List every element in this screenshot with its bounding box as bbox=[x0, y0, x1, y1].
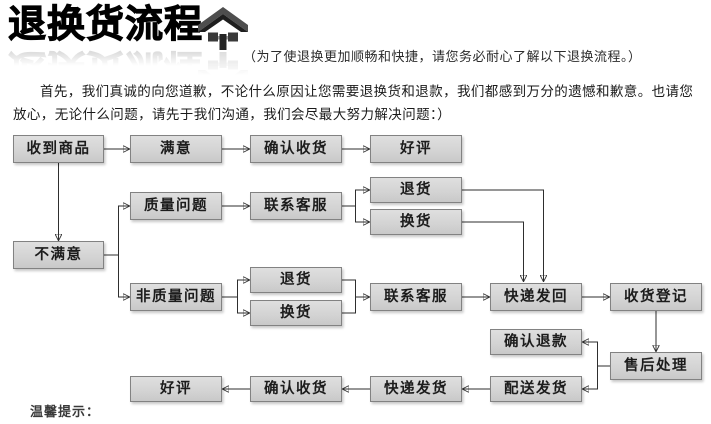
warm-tip-label: 温馨提示： bbox=[30, 404, 101, 419]
connector bbox=[237, 297, 250, 313]
flow-node-express-shipping: 快递发货 bbox=[370, 376, 462, 402]
connector bbox=[462, 189, 544, 281]
flow-node-praise-top: 好评 bbox=[370, 135, 462, 163]
flow-node-after-sales: 售后处理 bbox=[610, 352, 702, 380]
connector bbox=[118, 206, 130, 255]
flow-node-received-goods: 收到商品 bbox=[13, 135, 104, 163]
flow-node-dispatch-shipping: 配送发货 bbox=[490, 376, 582, 402]
connector bbox=[583, 342, 598, 366]
flow-node-return-2: 退货 bbox=[250, 267, 342, 293]
connector bbox=[462, 221, 524, 281]
flow-node-receipt-registration: 收货登记 bbox=[610, 283, 702, 311]
page-title: 退换货流程 bbox=[7, 4, 204, 47]
intro-text: 首先，我们真诚的向您道歉，不论什么原因让您需要退换货和退款，我们都感到万分的遗憾… bbox=[13, 84, 694, 122]
subtitle: （为了使退换更加顺畅和快捷，请您务必耐心了解以下退换流程。） bbox=[243, 49, 642, 64]
connector bbox=[237, 280, 250, 297]
flow-node-return-1: 退货 bbox=[370, 177, 462, 203]
connector bbox=[583, 366, 598, 389]
flow-node-exchange-1: 换货 bbox=[370, 209, 462, 235]
flow-node-confirm-refund: 确认退款 bbox=[490, 329, 582, 355]
house-icon bbox=[198, 7, 248, 50]
flow-node-confirm-receipt-top: 确认收货 bbox=[250, 135, 342, 163]
flow-node-express-return: 快递发回 bbox=[490, 283, 582, 311]
flow-node-confirm-receipt-bottom: 确认收货 bbox=[250, 376, 342, 402]
flow-node-contact-service-2: 联系客服 bbox=[370, 283, 462, 311]
connector bbox=[355, 206, 370, 222]
flow-node-satisfied: 满意 bbox=[130, 135, 222, 163]
flow-node-non-quality-issue: 非质量问题 bbox=[130, 283, 222, 311]
flow-node-unsatisfied: 不满意 bbox=[13, 241, 104, 269]
flow-node-contact-service-1: 联系客服 bbox=[250, 192, 342, 220]
connector bbox=[118, 255, 130, 297]
flow-node-praise-bottom: 好评 bbox=[130, 376, 222, 402]
flow-node-quality-issue: 质量问题 bbox=[130, 192, 222, 220]
connector bbox=[342, 279, 356, 314]
flow-node-exchange-2: 换货 bbox=[250, 300, 342, 326]
connector bbox=[355, 190, 370, 206]
